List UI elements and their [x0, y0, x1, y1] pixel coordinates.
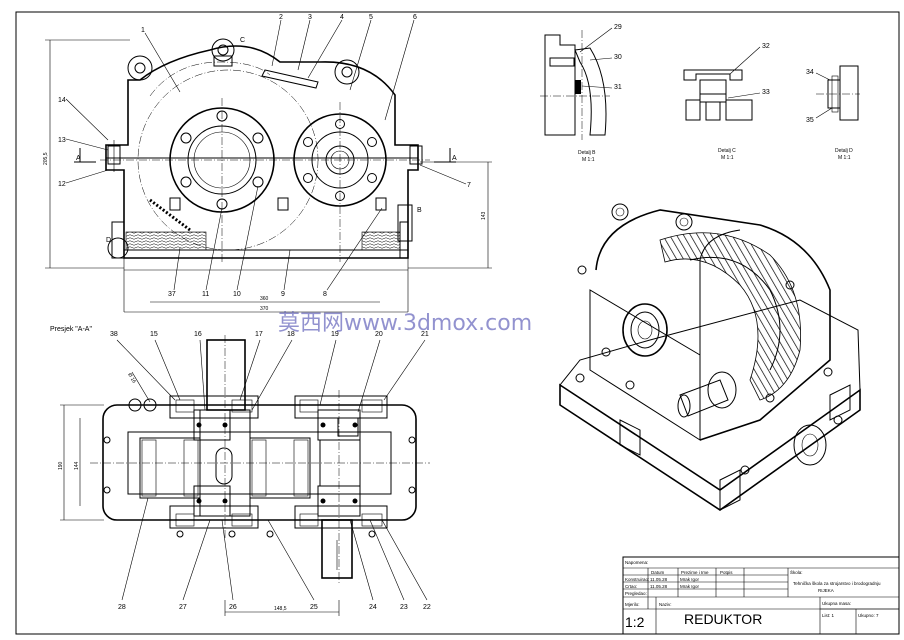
tb-napomena: Napomena:	[625, 560, 648, 565]
detail-d-scale: M 1:1	[838, 155, 851, 161]
part-14: 14	[58, 97, 66, 104]
title-block: Napomena: Datum Prezime i Ime Potpis Ško…	[622, 556, 900, 635]
part-35: 35	[806, 117, 814, 124]
part-6: 6	[413, 14, 417, 21]
tb-title: REDUKTOR	[684, 611, 762, 627]
dim-width: 190	[58, 461, 64, 470]
detail-b-scale: M 1:1	[582, 157, 595, 163]
part-38: 38	[110, 331, 118, 338]
tb-pregledao: Pregledao:	[625, 591, 647, 596]
tb-masa: Ukupna masa:	[822, 601, 851, 606]
part-34: 34	[806, 69, 814, 76]
part-33: 33	[762, 89, 770, 96]
detail-c: 32 33 Detalj C M 1:1	[683, 43, 770, 161]
part-8: 8	[323, 291, 327, 298]
part-21: 21	[421, 331, 429, 338]
part-15: 15	[150, 331, 158, 338]
isometric-view	[559, 203, 861, 511]
tb-col-datum: Datum	[651, 570, 665, 575]
dim-total-height: 205,5	[43, 152, 49, 165]
section-view	[90, 335, 430, 585]
tb-col-potpis: Potpis	[720, 570, 733, 575]
label-a-right: A	[452, 155, 457, 162]
label-b: B	[417, 207, 422, 214]
tb-konstruirao: Konstruirao:	[625, 577, 649, 582]
part-5: 5	[369, 14, 373, 21]
part-17: 17	[255, 331, 263, 338]
part-9: 9	[281, 291, 285, 298]
tb-crtao: Crtao:	[625, 584, 637, 589]
front-leaders	[65, 19, 467, 291]
tb-list: List: 1	[822, 613, 835, 618]
dim-width-inner: 144	[74, 461, 80, 470]
part-26: 26	[229, 604, 237, 611]
tb-name1: Mrak Igor	[680, 577, 700, 582]
tb-ukupno: Ukupno: 7	[858, 613, 879, 618]
detail-c-name: Detalj C	[718, 148, 736, 154]
part-16: 16	[194, 331, 202, 338]
part-2: 2	[279, 14, 283, 21]
part-7: 7	[467, 182, 471, 189]
dim-axis-distance: 148,5	[274, 606, 287, 612]
part-10: 10	[233, 291, 241, 298]
front-part-numbers: 1 2 3 4 5 6 7 8 9 10 11 12 13 14 37 C A …	[58, 14, 471, 298]
front-view	[74, 38, 456, 312]
tb-name2: Mrak Igor	[680, 584, 700, 589]
tb-mjerilo-label: Mjerilo:	[625, 602, 640, 607]
section-leaders	[116, 339, 428, 601]
part-24: 24	[369, 604, 377, 611]
tb-city: RIJEKA	[818, 588, 834, 593]
part-28: 28	[118, 604, 126, 611]
detail-d: 34 35 Detalj D M 1:1	[806, 65, 860, 161]
detail-c-scale: M 1:1	[721, 155, 734, 161]
part-4: 4	[340, 14, 344, 21]
part-31: 31	[614, 84, 622, 91]
tb-skola-label: Škola:	[790, 569, 803, 575]
section-dimensions: 190 144 148,5 Ø 16	[58, 371, 340, 616]
detail-b-name: Detalj B	[578, 150, 596, 156]
tb-naziv-label: Naziv:	[659, 602, 672, 607]
part-37: 37	[168, 291, 176, 298]
tb-col-prezime: Prezime i Ime	[681, 570, 709, 575]
part-23: 23	[400, 604, 408, 611]
part-19: 19	[331, 331, 339, 338]
label-a-left: A	[76, 155, 81, 162]
sheet-frame	[15, 11, 900, 635]
part-32: 32	[762, 43, 770, 50]
dim-length-outer: 370	[260, 306, 269, 312]
dim-length-inner: 360	[260, 296, 269, 302]
detail-b: 29 30 31 Detalj B M 1:1	[540, 24, 622, 163]
tb-date2: 11.05.28	[650, 584, 668, 589]
part-29: 29	[614, 24, 622, 31]
part-13: 13	[58, 137, 66, 144]
dim-axis-height: 143	[481, 211, 487, 220]
part-1: 1	[141, 27, 145, 34]
section-part-numbers: 38 15 16 17 18 19 20 21 22 23 24 25 26 2…	[110, 331, 431, 611]
label-c: C	[240, 37, 245, 44]
part-20: 20	[375, 331, 383, 338]
tb-date1: 11.05.28	[650, 577, 668, 582]
part-3: 3	[308, 14, 312, 21]
part-25: 25	[310, 604, 318, 611]
label-d: D	[106, 237, 111, 244]
watermark-text: 莫西网www.3dmox.com	[278, 311, 532, 336]
part-30: 30	[614, 54, 622, 61]
part-12: 12	[58, 181, 66, 188]
front-dimensions: 205,5 143 360 370	[43, 39, 492, 313]
tb-school: Tehnička škola za strojarstvo i brodogra…	[793, 581, 881, 586]
part-11: 11	[202, 291, 209, 298]
dim-hole-diameter: Ø 16	[126, 372, 137, 385]
part-18: 18	[287, 331, 295, 338]
detail-d-name: Detalj D	[835, 148, 853, 154]
tb-scale: 1:2	[625, 614, 645, 630]
part-27: 27	[179, 604, 187, 611]
section-title: Presjek "A-A"	[50, 326, 92, 333]
part-22: 22	[423, 604, 431, 611]
